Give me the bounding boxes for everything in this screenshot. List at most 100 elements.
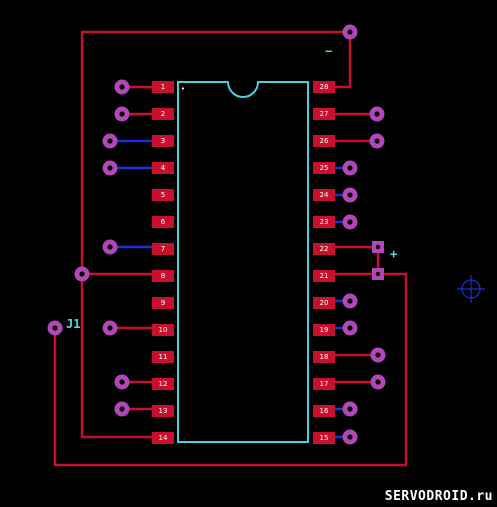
pad-pin-14[interactable]: 14	[152, 432, 174, 444]
pad-shape	[152, 81, 174, 93]
via-pin20[interactable]	[342, 293, 358, 309]
pad-label: 26	[320, 137, 329, 145]
pad-pin-1[interactable]: 1	[152, 81, 174, 93]
square-pad-plus-top[interactable]	[372, 241, 384, 253]
pad-pin-25[interactable]: 25	[313, 162, 335, 174]
via-pin4[interactable]	[102, 160, 118, 176]
pad-label: 7	[161, 245, 165, 253]
pad-shape	[313, 378, 335, 390]
pad-pin-22[interactable]: 22	[313, 243, 335, 255]
trace-outer-loop	[80, 30, 352, 439]
pad-pin-2[interactable]: 2	[152, 108, 174, 120]
via-pin3[interactable]	[102, 133, 118, 149]
via-pin8[interactable]	[74, 266, 90, 282]
pad-label: 6	[161, 218, 166, 226]
pad-shape	[152, 189, 174, 201]
pad-label: 27	[320, 110, 329, 118]
pad-label: 11	[159, 353, 168, 361]
chip-outline	[177, 81, 309, 443]
pad-pin-24[interactable]: 24	[313, 189, 335, 201]
via-pin2[interactable]	[114, 106, 130, 122]
pad-pin-13[interactable]: 13	[152, 405, 174, 417]
pad-label: 19	[320, 326, 329, 334]
crosshair-target-icon[interactable]	[457, 275, 485, 303]
via-pin25[interactable]	[342, 160, 358, 176]
pad-shape	[313, 189, 335, 201]
pad-pin-12[interactable]: 12	[152, 378, 174, 390]
pad-label: 8	[161, 272, 165, 280]
pad-pin-18[interactable]: 18	[313, 351, 335, 363]
via-pin19[interactable]	[342, 320, 358, 336]
pad-label: 22	[320, 245, 329, 253]
via-top-right[interactable]	[342, 24, 358, 40]
pad-pin-5[interactable]: 5	[152, 189, 174, 201]
pad-shape	[152, 108, 174, 120]
pad-shape	[313, 270, 335, 282]
component-label-j1: J1	[66, 317, 80, 331]
pad-label: 15	[320, 434, 329, 442]
pad-label: 25	[320, 164, 329, 172]
pad-shape	[152, 162, 174, 174]
pad-shape	[152, 324, 174, 336]
pad-pin-19[interactable]: 19	[313, 324, 335, 336]
via-pin1[interactable]	[114, 79, 130, 95]
pad-pin-28[interactable]: 28	[313, 81, 335, 93]
vias	[47, 24, 386, 445]
pad-shape	[313, 108, 335, 120]
via-j1[interactable]	[47, 320, 63, 336]
pad-label: 24	[320, 191, 329, 199]
via-pin17[interactable]	[370, 374, 386, 390]
pad-pin-9[interactable]: 9	[152, 297, 174, 309]
pad-shape	[313, 162, 335, 174]
via-pin24[interactable]	[342, 187, 358, 203]
pad-pin-6[interactable]: 6	[152, 216, 174, 228]
pad-pin-23[interactable]: 23	[313, 216, 335, 228]
pad-label: 9	[161, 299, 165, 307]
pad-pin-21[interactable]: 21	[313, 270, 335, 282]
via-pin10[interactable]	[102, 320, 118, 336]
via-pin13[interactable]	[114, 401, 130, 417]
pad-shape	[152, 351, 174, 363]
via-pin23[interactable]	[342, 214, 358, 230]
pad-pin-27[interactable]: 27	[313, 108, 335, 120]
pad-shape	[152, 243, 174, 255]
pad-shape	[152, 270, 174, 282]
via-pin12[interactable]	[114, 374, 130, 390]
pad-shape	[152, 378, 174, 390]
pad-shape	[152, 297, 174, 309]
pad-pin-17[interactable]: 17	[313, 378, 335, 390]
pad-pin-3[interactable]: 3	[152, 135, 174, 147]
pad-pin-26[interactable]: 26	[313, 135, 335, 147]
minus-marker: −	[325, 44, 332, 58]
pad-pin-8[interactable]: 8	[152, 270, 174, 282]
pad-shape	[313, 297, 335, 309]
pad-shape	[313, 324, 335, 336]
pad-pin-10[interactable]: 10	[152, 324, 174, 336]
via-pin16[interactable]	[342, 401, 358, 417]
pad-label: 2	[161, 110, 165, 118]
pad-label: 1	[161, 83, 165, 91]
pad-pin-16[interactable]: 16	[313, 405, 335, 417]
pad-shape	[152, 135, 174, 147]
pad-pin-11[interactable]: 11	[152, 351, 174, 363]
pad-label: 21	[320, 272, 329, 280]
pad-pin-15[interactable]: 15	[313, 432, 335, 444]
via-pin7[interactable]	[102, 239, 118, 255]
pad-pin-4[interactable]: 4	[152, 162, 174, 174]
pad-label: 3	[161, 137, 165, 145]
square-pad-plus-bottom[interactable]	[372, 268, 384, 280]
pad-shape	[313, 216, 335, 228]
pad-shape	[313, 135, 335, 147]
via-pin18[interactable]	[370, 347, 386, 363]
pad-pin-7[interactable]: 7	[152, 243, 174, 255]
pad-shape	[152, 432, 174, 444]
pad-pin-20[interactable]: 20	[313, 297, 335, 309]
via-pin15[interactable]	[342, 429, 358, 445]
via-pin27[interactable]	[369, 106, 385, 122]
plus-marker: +	[390, 247, 397, 261]
pad-shape	[152, 216, 174, 228]
via-pin26[interactable]	[369, 133, 385, 149]
